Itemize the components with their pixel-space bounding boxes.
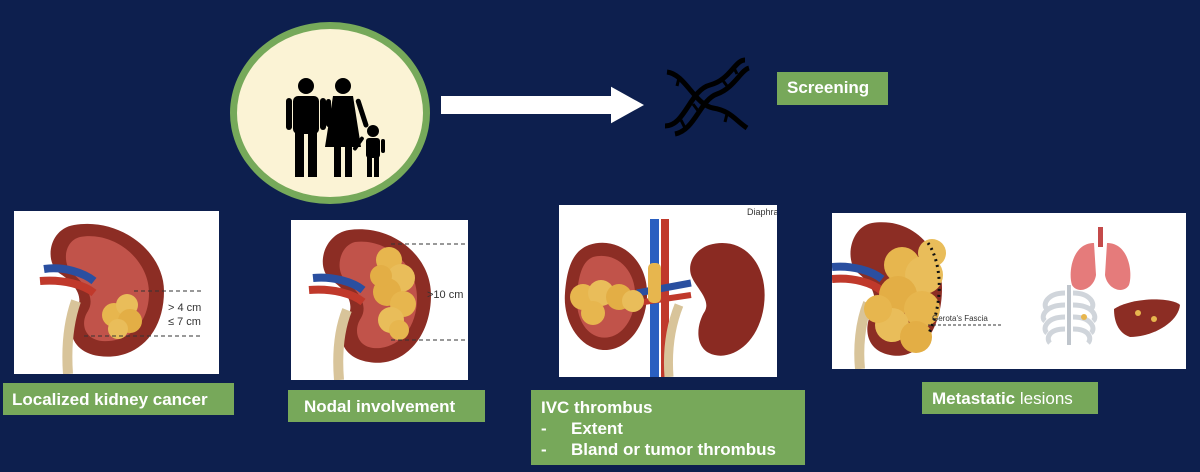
tumor-icon [102, 294, 142, 339]
kidney-icon [39, 223, 164, 374]
lungs-icon [1070, 227, 1131, 290]
bullet-text: Bland or tumor thrombus [571, 440, 776, 459]
size-lower: ≤ 7 cm [168, 316, 201, 328]
arrow-right-icon [439, 83, 649, 127]
caption-localized: Localized kidney cancer [3, 383, 234, 415]
tumor-icon [370, 247, 416, 340]
bullet-dash: - [541, 440, 547, 459]
caption-ivc-title: IVC thrombus [541, 398, 653, 417]
screening-label: Screening [777, 72, 888, 105]
caption-nodal: Nodal involvement [288, 390, 485, 422]
caption-ivc-bullet-1: - Extent [541, 418, 795, 439]
caption-ivc: IVC thrombus - Extent - Bland or tumor t… [531, 390, 805, 465]
panel-metastatic: Gerota's Fascia [832, 213, 1186, 369]
panel-localized: > 4 cm ≤ 7 cm [14, 211, 219, 374]
tumor-icon [864, 239, 946, 353]
liver-icon [1114, 299, 1180, 337]
bullet-text: Extent [571, 419, 623, 438]
ribcage-icon [1040, 285, 1098, 345]
caption-metastatic-bold: Metastatic [932, 389, 1016, 408]
caption-ivc-bullet-2: - Bland or tumor thrombus [541, 439, 795, 460]
caption-metastatic: Metastatic lesions [922, 382, 1098, 414]
bullet-dash: - [541, 419, 547, 438]
size-nodal: >10 cm [427, 289, 463, 301]
family-circle [230, 22, 430, 204]
corner-text: Diaphra [747, 207, 777, 217]
tumor-icon [570, 263, 661, 325]
panel-nodal: >10 cm [291, 220, 468, 380]
caption-metastatic-rest: lesions [1015, 389, 1073, 408]
panel-ivc: Diaphra [559, 205, 777, 377]
family-icon [286, 78, 385, 177]
size-upper: > 4 cm [168, 302, 201, 314]
fascia-label: Gerota's Fascia [932, 314, 988, 323]
dna-icon [664, 57, 751, 137]
